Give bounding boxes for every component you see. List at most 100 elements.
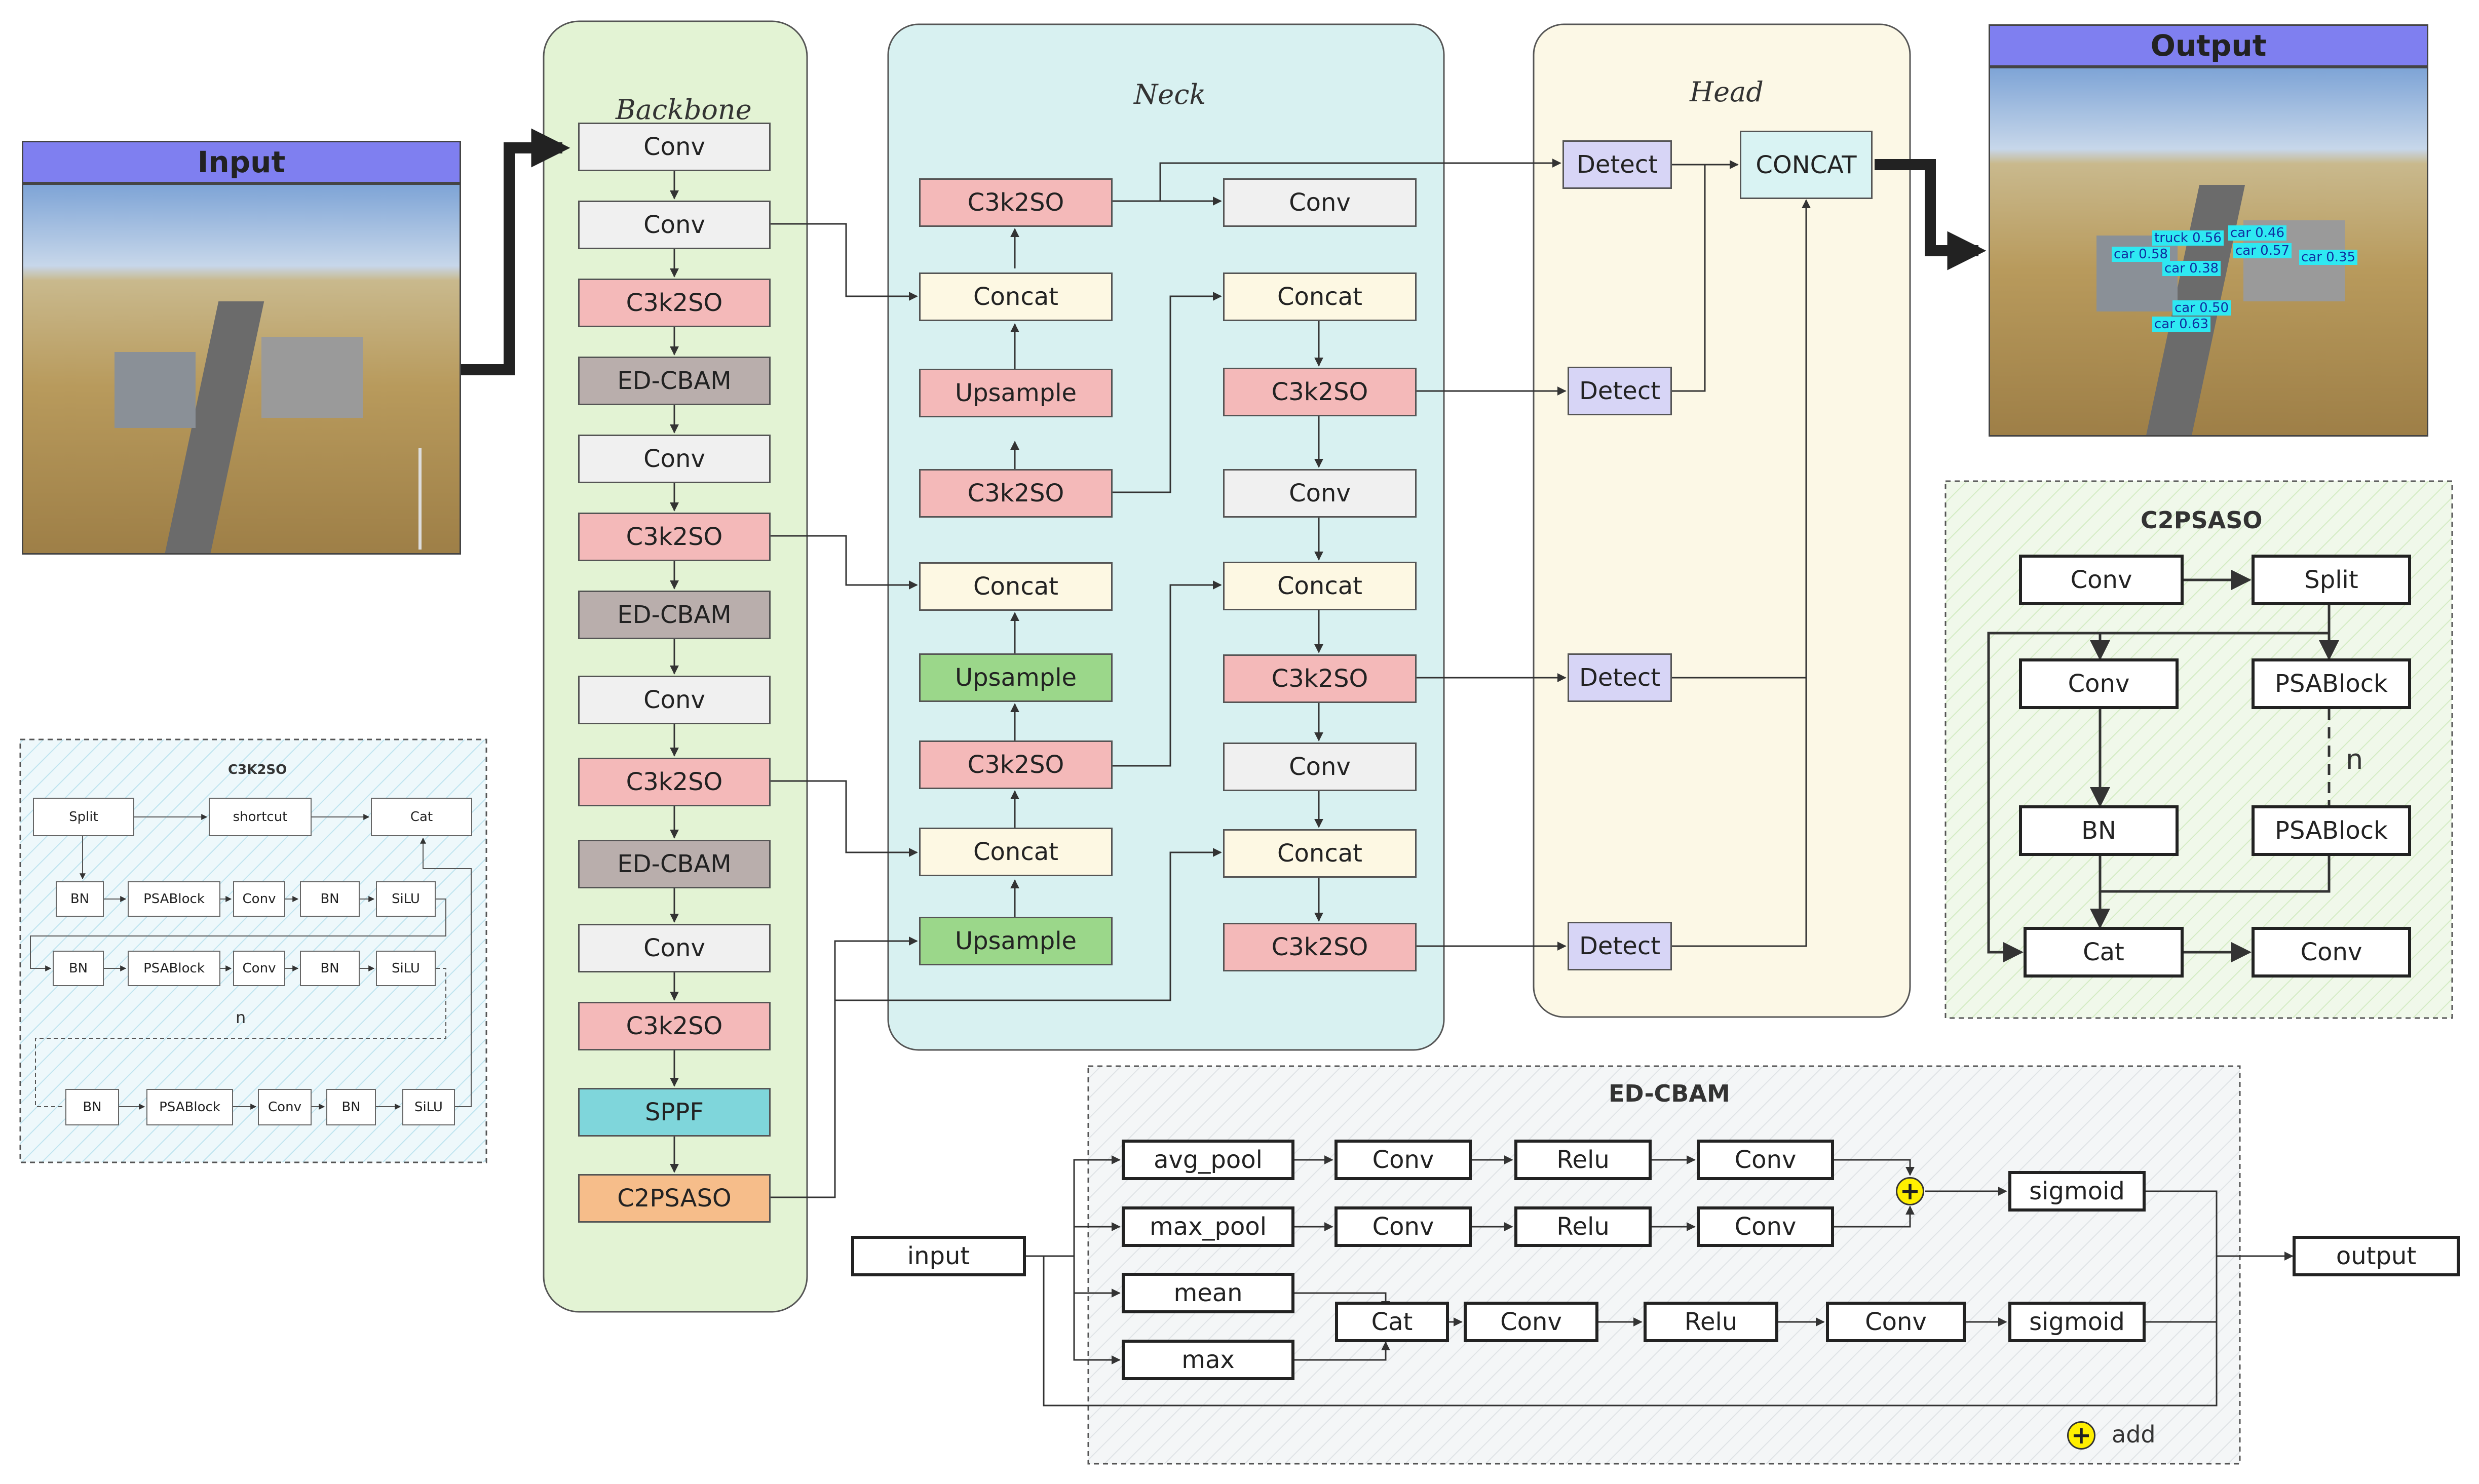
edcbam-cat: Cat: [1335, 1302, 1449, 1342]
backbone-c2psaso: C2PSASO: [578, 1174, 771, 1223]
neck-concat-1: Concat: [919, 272, 1113, 321]
c3k2so-silu: SiLU: [376, 951, 436, 986]
neck-concat-r1: Concat: [1223, 272, 1417, 321]
neck-conv-top: Conv: [1223, 178, 1417, 227]
edcbam-conv: Conv: [1697, 1140, 1834, 1180]
neck-concat-r2: Concat: [1223, 562, 1417, 610]
c3k2so-silu: SiLU: [402, 1089, 455, 1125]
detection-label: car 0.57: [2233, 243, 2292, 258]
c3k2so-split: Split: [33, 798, 134, 836]
edcbam-output: output: [2293, 1236, 2460, 1276]
neck-c3k2so-r1: C3k2SO: [1223, 368, 1417, 416]
detection-label: car 0.50: [2172, 300, 2231, 316]
neck-c3k2so-2: C3k2SO: [919, 469, 1113, 518]
c2psaso-psablock-1: PSABlock: [2252, 658, 2411, 709]
c3k2so-psablock: PSABlock: [128, 951, 220, 986]
c2psaso-conv-3: Conv: [2252, 927, 2411, 978]
backbone-conv-5: Conv: [578, 924, 771, 972]
c3k2so-n-label: n: [236, 1008, 246, 1027]
c3k2so-conv: Conv: [258, 1089, 312, 1125]
backbone-edcbam-3: ED-CBAM: [578, 840, 771, 888]
neck-c3k2so-r3: C3k2SO: [1223, 923, 1417, 971]
edcbam-sigmoid-2: sigmoid: [2008, 1302, 2146, 1342]
backbone-conv-1: Conv: [578, 123, 771, 171]
neck-upsample-1: Upsample: [919, 369, 1113, 417]
head-title: Head: [1690, 76, 1764, 108]
input-image: [22, 183, 461, 555]
c2psaso-psablock-2: PSABlock: [2252, 805, 2411, 856]
c2psaso-bn: BN: [2019, 805, 2179, 856]
add-icon: +: [1896, 1177, 1924, 1205]
c3k2so-bn: BN: [53, 951, 104, 986]
c2psaso-n-label: n: [2346, 744, 2363, 775]
neck-c3k2so-3: C3k2SO: [919, 740, 1113, 789]
c3k2so-bn: BN: [300, 951, 360, 986]
c3k2so-bn: BN: [326, 1089, 376, 1125]
head-detect-2: Detect: [1568, 367, 1672, 415]
neck-title: Neck: [1134, 79, 1206, 110]
backbone-sppf: SPPF: [578, 1088, 771, 1137]
backbone-conv-2: Conv: [578, 201, 771, 249]
c3k2so-title: C3K2SO: [228, 762, 287, 777]
neck-conv-r2: Conv: [1223, 469, 1417, 518]
c2psaso-cat: Cat: [2024, 927, 2184, 978]
edcbam-avgpool: avg_pool: [1122, 1140, 1294, 1180]
edcbam-conv: Conv: [1697, 1206, 1834, 1247]
backbone-title: Backbone: [616, 94, 752, 126]
add-legend-label: add: [2112, 1421, 2156, 1448]
backbone-c3k2so-2: C3k2SO: [578, 513, 771, 561]
edcbam-title: ED-CBAM: [1609, 1080, 1730, 1107]
edcbam-relu: Relu: [1644, 1302, 1778, 1342]
detection-label: car 0.38: [2162, 261, 2221, 276]
edcbam-sigmoid-1: sigmoid: [2008, 1171, 2146, 1212]
neck-c3k2so-top: C3k2SO: [919, 178, 1113, 227]
backbone-c3k2so-1: C3k2SO: [578, 279, 771, 327]
backbone-edcbam-2: ED-CBAM: [578, 591, 771, 639]
output-image: truck 0.56 car 0.46 car 0.58 car 0.57 ca…: [1989, 67, 2428, 437]
head-detect-3: Detect: [1568, 653, 1672, 702]
edcbam-maxpool: max_pool: [1122, 1206, 1294, 1247]
c3k2so-bn: BN: [56, 881, 104, 917]
input-header: Input: [22, 141, 461, 183]
neck-upsample-3: Upsample: [919, 917, 1113, 965]
edcbam-conv: Conv: [1826, 1302, 1966, 1342]
backbone-c3k2so-4: C3k2SO: [578, 1002, 771, 1050]
neck-concat-2: Concat: [919, 562, 1113, 611]
edcbam-max: max: [1122, 1340, 1294, 1380]
neck-concat-3: Concat: [919, 828, 1113, 876]
detection-label: car 0.63: [2152, 317, 2211, 332]
backbone-c3k2so-3: C3k2SO: [578, 758, 771, 806]
add-icon: +: [2067, 1421, 2095, 1450]
head-detect-1: Detect: [1562, 140, 1672, 189]
backbone-edcbam-1: ED-CBAM: [578, 357, 771, 405]
neck-conv-r3: Conv: [1223, 743, 1417, 791]
output-header: Output: [1989, 24, 2428, 67]
c3k2so-bn: BN: [65, 1089, 119, 1125]
c3k2so-conv: Conv: [233, 951, 285, 986]
detection-label: truck 0.56: [2152, 230, 2224, 246]
c3k2so-cat: Cat: [371, 798, 472, 836]
head-detect-4: Detect: [1568, 922, 1672, 970]
detection-label: car 0.58: [2112, 247, 2170, 262]
detection-label: car 0.35: [2299, 250, 2358, 265]
edcbam-conv: Conv: [1334, 1140, 1472, 1180]
detection-label: car 0.46: [2228, 225, 2287, 241]
c3k2so-conv: Conv: [233, 881, 285, 917]
head-concat: CONCAT: [1740, 131, 1873, 199]
edcbam-relu: Relu: [1514, 1206, 1652, 1247]
c2psaso-conv-2: Conv: [2019, 658, 2179, 709]
neck-upsample-2: Upsample: [919, 653, 1113, 702]
c2psaso-conv-1: Conv: [2019, 555, 2184, 605]
edcbam-relu: Relu: [1514, 1140, 1652, 1180]
backbone-conv-4: Conv: [578, 676, 771, 724]
c3k2so-silu: SiLU: [376, 881, 436, 917]
edcbam-mean: mean: [1122, 1273, 1294, 1313]
edcbam-input: input: [851, 1236, 1026, 1276]
neck-c3k2so-r2: C3k2SO: [1223, 654, 1417, 703]
c3k2so-psablock: PSABlock: [128, 881, 220, 917]
edcbam-conv: Conv: [1464, 1302, 1598, 1342]
c3k2so-psablock: PSABlock: [146, 1089, 233, 1125]
c2psaso-split: Split: [2252, 555, 2411, 605]
neck-concat-r3: Concat: [1223, 829, 1417, 878]
backbone-conv-3: Conv: [578, 435, 771, 483]
